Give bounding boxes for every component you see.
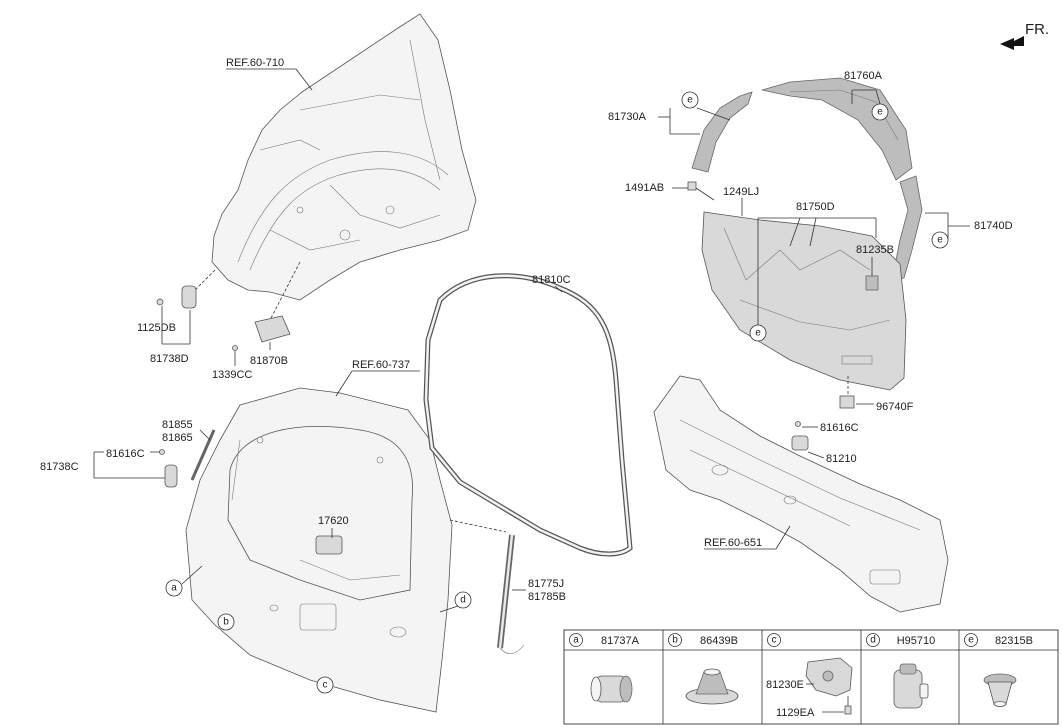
legend-part-number: 81737A (601, 635, 640, 647)
part-label-1491AB: 1491AB (625, 182, 664, 194)
trim-81750D: 81750D 81235B (701, 201, 907, 391)
callout-a: a (165, 565, 203, 597)
callout-letter: e (877, 107, 883, 118)
part-label-1249LJ: 1249LJ (723, 186, 759, 198)
legend-cell-e: e 82315B (964, 633, 1033, 707)
part-label-81616C: 81616C (106, 448, 145, 460)
callout-letter: e (687, 95, 693, 106)
callout-d: d (439, 591, 472, 613)
part-label-81210: 81210 (826, 453, 857, 465)
tailgate-labels: 81855 81865 81738C 81616C 17620 (40, 419, 349, 538)
ref-60-651-callout: REF.60-651 (704, 525, 791, 550)
legend-cell-a: a 81737A (569, 633, 640, 703)
callout-e-2: e (871, 103, 889, 121)
part-label-81760A: 81760A (844, 70, 883, 82)
legend-cell-d: d H95710 (866, 633, 936, 709)
rear-panel (653, 375, 949, 613)
part-label-81230E: 81230E (766, 679, 804, 691)
part-label-81740D: 81740D (974, 220, 1013, 232)
legend-part-number: H95710 (897, 635, 936, 647)
trim-81760A: 81760A (761, 70, 913, 181)
module-81870B: 81870B 1339CC (212, 315, 291, 381)
grommet-86439B-illustration (685, 668, 739, 705)
reference-label: REF.60-710 (226, 57, 284, 69)
clip-81737A-illustration (590, 675, 633, 703)
legend-letter: d (870, 635, 876, 646)
legend-letter: b (672, 635, 678, 646)
callout-letter: c (323, 680, 328, 691)
latch-81230E-illustration (805, 657, 853, 715)
legend-letter: a (573, 635, 579, 646)
part-label-1339CC: 1339CC (212, 369, 252, 381)
fasteners-top-right: 1491AB 1249LJ 96740F (625, 181, 914, 413)
legend-part-number: 86439B (700, 635, 738, 647)
part-label-1129EA: 1129EA (776, 707, 815, 719)
bracket-81738D: 1125DB 81738D (137, 285, 197, 365)
handle-17620 (315, 535, 343, 555)
part-label-96740F: 96740F (876, 401, 914, 413)
body-side-panel (189, 13, 477, 321)
bumper-H95710-illustration (893, 663, 929, 709)
gas-strut-81775J: 81775J 81785B (449, 519, 566, 654)
legend-cell-b: b 86439B (668, 633, 739, 705)
trim-81740D: 81740D (891, 175, 1013, 281)
callout-letter: d (460, 595, 466, 606)
part-label-81738D: 81738D (150, 353, 189, 365)
front-label: FR. (1025, 21, 1049, 38)
clip-82315B-illustration (983, 673, 1017, 707)
ref-60-737-callout: REF.60-737 (335, 359, 420, 397)
part-label-81235B: 81235B (856, 244, 894, 256)
part-label-17620: 17620 (318, 515, 349, 527)
part-label-81775J: 81775J (528, 578, 564, 590)
arrow-icon (1000, 36, 1024, 50)
part-label-81738C: 81738C (40, 461, 79, 473)
fastener-legend-table: a 81737A b 86439B c (563, 629, 1059, 725)
part-label-81810C: 81810C (532, 274, 571, 286)
callout-letter: e (755, 328, 761, 339)
legend-letter: e (968, 635, 974, 646)
legend-letter: c (772, 635, 777, 646)
callout-e-1: e (681, 91, 699, 109)
callout-e-4: e (749, 324, 767, 342)
tailgate-panel (185, 387, 453, 713)
weatherstrip-81810C: 81810C (423, 273, 633, 557)
part-label-1125DB: 1125DB (137, 322, 176, 334)
latch-81210: 81616C 81210 (791, 421, 859, 465)
reference-label: REF.60-737 (352, 359, 410, 371)
front-direction-indicator: FR. (1000, 21, 1049, 50)
legend-cell-c: c 81230E 1129EA (766, 633, 853, 719)
part-label-81750D: 81750D (796, 201, 835, 213)
part-label-81730A: 81730A (608, 111, 647, 123)
callout-c: c (316, 676, 334, 694)
callout-letter: b (223, 617, 229, 628)
part-label-81870B: 81870B (250, 355, 288, 367)
trim-81730A: 81730A (608, 91, 753, 173)
callout-letter: e (937, 235, 943, 246)
part-label-81865: 81865 (162, 432, 193, 444)
part-label-81616C: 81616C (820, 422, 859, 434)
callout-e-3: e (931, 231, 949, 249)
callout-b: b (217, 613, 235, 631)
ref-60-710-callout: REF.60-710 (226, 57, 313, 91)
callout-letter: a (171, 583, 177, 594)
legend-part-number: 82315B (995, 635, 1033, 647)
part-label-81785B: 81785B (528, 591, 566, 603)
part-label-81855: 81855 (162, 419, 193, 431)
reference-label: REF.60-651 (704, 537, 762, 549)
